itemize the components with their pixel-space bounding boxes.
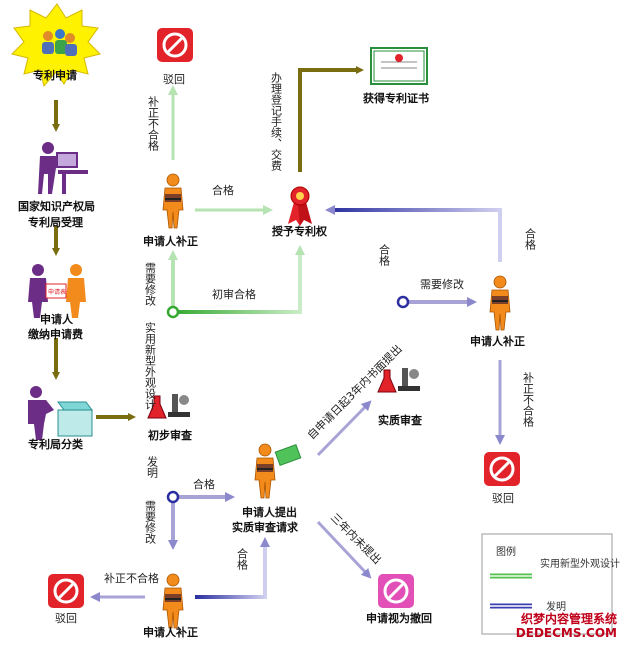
watermark: 织梦内容管理系统 DEDECMS.COM	[516, 612, 617, 640]
edge-invention: 发明	[146, 455, 159, 479]
edge-not-within-3yr: 三年内未提出	[328, 510, 385, 567]
green-flow	[166, 85, 305, 392]
edge-pass-far-right: 合格	[524, 227, 537, 251]
label-certificate: 获得专利证书	[363, 91, 429, 105]
edge-pass-bottom: 合格	[236, 547, 249, 571]
label-reject-right: 驳回	[492, 492, 514, 505]
person-fix-right-icon	[489, 275, 511, 331]
label-office-accept-1: 国家知识产权局	[18, 199, 95, 213]
edge-not-qualified-top: 补正不合格	[147, 96, 160, 152]
label-pay-1: 申请人	[40, 312, 74, 326]
edge-pass-mid: 合格	[193, 477, 215, 491]
reject-top-icon	[157, 28, 193, 62]
legend: 图例 实用新型外观设计 发明	[481, 533, 620, 635]
prelim-exam-lab-icon	[147, 394, 190, 419]
legend-invention-label: 发明	[546, 600, 566, 613]
label-patent-apply: 专利申请	[33, 68, 77, 82]
label-reject-bottom: 驳回	[55, 612, 77, 625]
grant-ribbon-icon	[288, 186, 312, 226]
office-worker-icon	[38, 142, 88, 194]
label-prelim-exam: 初步审查	[148, 428, 192, 442]
edge-not-qualified-right: 补正不合格	[522, 372, 535, 428]
person-request-icon	[254, 443, 302, 499]
watermark-line2: DEDECMS.COM	[515, 626, 617, 640]
edge-need-edit-left: 需要修改	[144, 262, 157, 307]
legend-title: 图例	[496, 545, 516, 558]
label-applicant-fix-right: 申请人补正	[470, 334, 525, 348]
label-reject-top: 驳回	[163, 73, 185, 86]
certificate-icon	[370, 47, 428, 85]
edge-not-qualified-bottom: 补正不合格	[104, 571, 159, 585]
classify-icon	[28, 386, 93, 440]
form-sign-text: 申请表	[48, 288, 66, 296]
label-request-1: 申请人提出	[242, 505, 297, 519]
pay-fee-icon: 申请表	[28, 264, 86, 318]
reject-right-icon	[484, 452, 520, 486]
person-fix-bottom-icon	[162, 573, 184, 629]
label-applicant-fix-top: 申请人补正	[143, 234, 198, 248]
edge-utility-design: 实用新型外观设计	[144, 321, 157, 411]
olive-flow	[52, 66, 364, 421]
label-classify: 专利局分类	[28, 437, 84, 451]
person-fix-top-icon	[162, 173, 184, 229]
reject-bottom-icon	[48, 574, 84, 608]
blue-flow	[90, 205, 505, 602]
edge-register: 办理登记手续、交费	[270, 72, 283, 172]
label-substantive-exam: 实质审查	[378, 413, 422, 427]
label-request-2: 实质审查请求	[232, 520, 299, 534]
patent-apply-burst-icon	[11, 3, 101, 88]
substantive-exam-lab-icon	[377, 368, 420, 393]
withdraw-icon	[378, 574, 414, 608]
watermark-line1: 织梦内容管理系统	[520, 612, 617, 626]
label-office-accept-2: 专利局受理	[28, 215, 83, 229]
legend-utility-label: 实用新型外观设计	[540, 557, 620, 570]
edge-need-edit-bottom: 需要修改	[144, 500, 157, 545]
label-grant: 授予专利权	[272, 224, 328, 238]
label-pay-2: 缴纳申请费	[28, 327, 83, 341]
edge-pass-mid-right: 合格	[378, 243, 391, 267]
label-applicant-fix-bottom: 申请人补正	[143, 625, 198, 639]
edge-need-edit-right: 需要修改	[420, 277, 464, 291]
edge-prelim-pass: 初审合格	[212, 287, 256, 301]
label-withdrawn: 申请视为撤回	[366, 611, 432, 625]
edge-pass-top: 合格	[212, 183, 234, 197]
